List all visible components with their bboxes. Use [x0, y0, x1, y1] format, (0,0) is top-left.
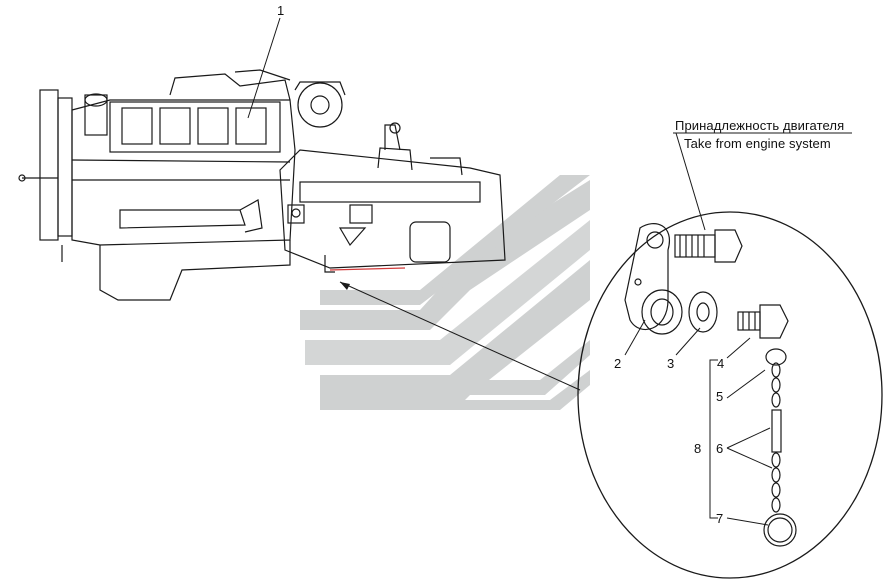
part-chain — [763, 348, 797, 547]
drain-highlight — [329, 267, 406, 271]
callout-7: 7 — [716, 511, 724, 526]
leader-1 — [247, 17, 281, 119]
callout-3: 3 — [667, 356, 675, 371]
detail-leader — [339, 281, 581, 391]
callout-1: 1 — [277, 3, 285, 18]
detail-circle — [577, 211, 883, 579]
leader-arrow — [340, 282, 350, 290]
callout-8: 8 — [694, 441, 702, 456]
caption-leader — [675, 132, 706, 231]
callout-2: 2 — [614, 356, 622, 371]
caption-en: Take from engine system — [684, 136, 831, 151]
callout-6: 6 — [716, 441, 724, 456]
engine-drawing — [18, 69, 506, 301]
watermark-logo — [300, 175, 590, 410]
part-washer — [688, 291, 718, 333]
callout-5: 5 — [716, 389, 724, 404]
part-bolt — [674, 229, 743, 263]
part-plug — [737, 304, 789, 339]
part-bracket — [624, 223, 683, 335]
callout-4: 4 — [717, 356, 725, 371]
callout-leaders — [624, 319, 773, 526]
caption-ru: Принадлежность двигателя — [675, 118, 845, 133]
